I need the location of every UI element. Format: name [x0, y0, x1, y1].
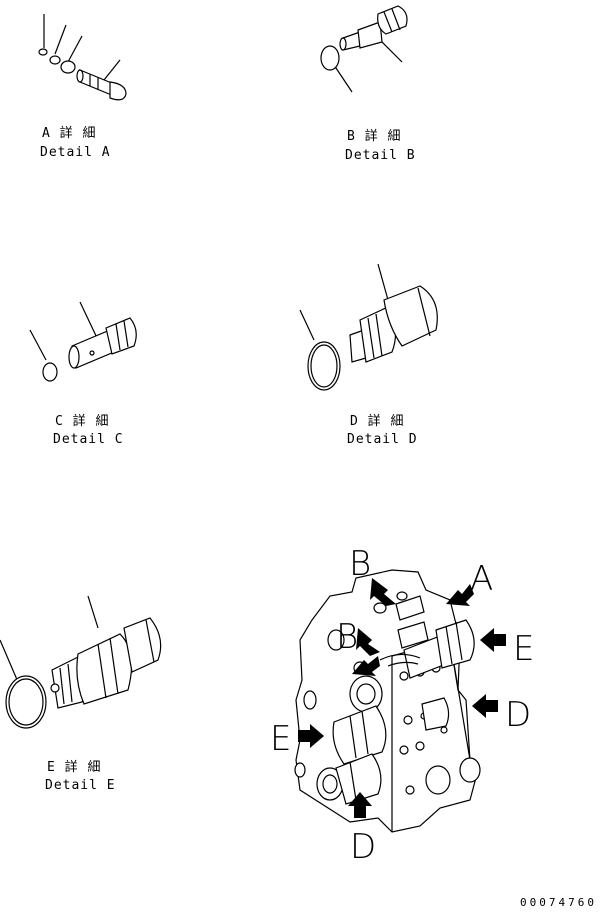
- arrow-center: [352, 656, 380, 676]
- arrow-a: [446, 584, 474, 606]
- view-label-d-bottom: D: [350, 827, 376, 867]
- detail-d-caption-jp: D 詳 細: [350, 413, 404, 429]
- detail-a-drawing: [38, 14, 127, 101]
- arrow-d-bottom: [348, 792, 372, 818]
- control-valve-assembly: [294, 569, 481, 833]
- detail-e-caption-jp: E 詳 細: [47, 759, 101, 775]
- detail-a-caption-en: Detail A: [40, 145, 111, 160]
- detail-c-caption-jp: C 詳 細: [55, 413, 109, 429]
- detail-d-drawing: [299, 263, 438, 391]
- arrow-b-top: [370, 578, 396, 606]
- detail-d-caption-en: Detail D: [347, 432, 418, 447]
- arrow-e-left: [298, 724, 324, 748]
- view-label-d-right: D: [505, 695, 531, 735]
- view-label-b-mid: B: [336, 617, 358, 657]
- view-label-a: A: [470, 559, 493, 599]
- view-arrows: [298, 578, 506, 818]
- view-label-b-top: B: [349, 544, 371, 584]
- detail-a-caption-jp: A 詳 細: [42, 125, 96, 141]
- detail-e-drawing: [0, 595, 162, 729]
- arrow-b-mid: [356, 628, 380, 656]
- detail-c-drawing: [29, 301, 137, 382]
- view-label-e-right: E: [513, 629, 534, 669]
- arrow-e-right: [480, 628, 506, 652]
- detail-b-caption-en: Detail B: [345, 148, 416, 163]
- arrow-d-right: [472, 694, 498, 718]
- drawing-number: 00074760: [520, 896, 597, 909]
- detail-c-caption-en: Detail C: [53, 432, 124, 447]
- detail-e-caption-en: Detail E: [45, 778, 116, 793]
- detail-b-drawing: [320, 5, 408, 93]
- detail-b-caption-jp: B 詳 細: [347, 128, 401, 144]
- view-label-e-left: E: [270, 719, 291, 759]
